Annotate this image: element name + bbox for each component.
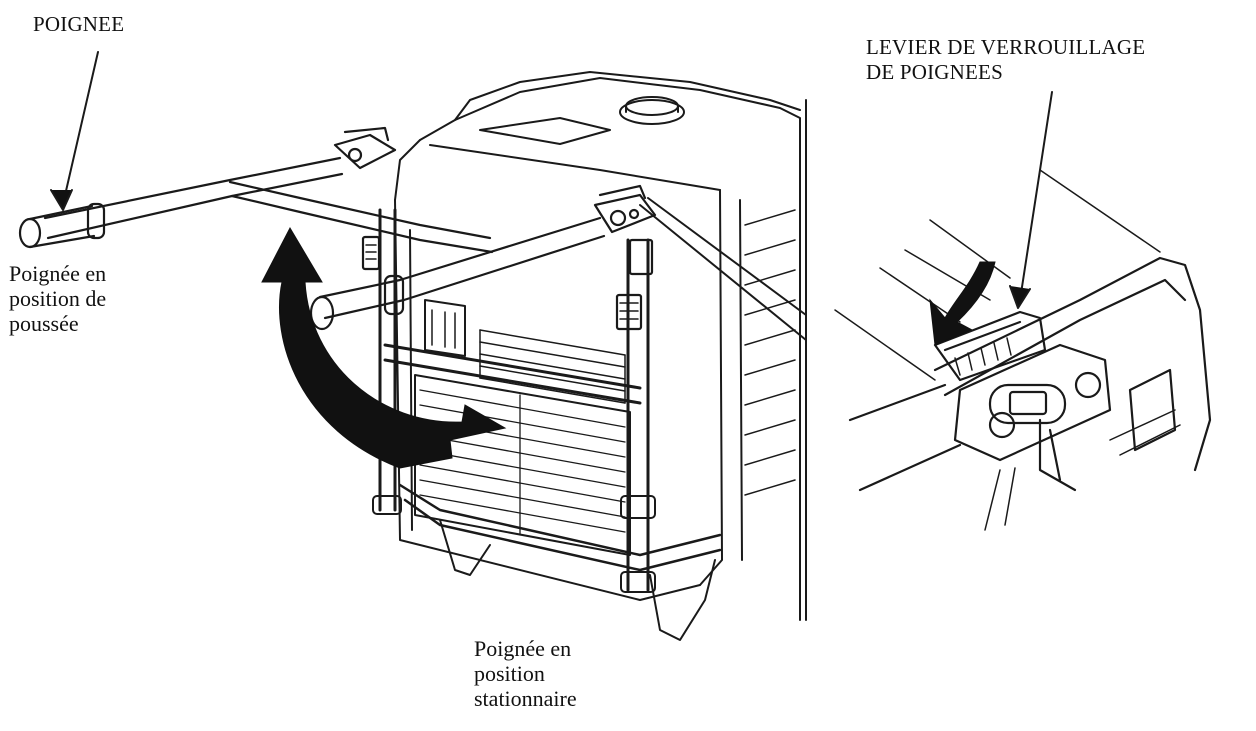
handle-push-position [18, 126, 657, 331]
lock-lever-label-line-1: LEVIER DE VERROUILLAGE [866, 35, 1146, 59]
lock-lever-label-line-2: DE POIGNEES [866, 60, 1003, 84]
lock-lever-detail [834, 169, 1212, 531]
push-position-label-line-2: position de [9, 286, 107, 311]
stationary-position-label-line-1: Poignée en [474, 636, 572, 661]
curved-arrow-icon [261, 226, 507, 469]
push-position-label-line-3: poussée [9, 311, 79, 336]
push-position-label-line-1: Poignée en [9, 261, 107, 286]
stationary-position-label-line-3: stationnaire [474, 686, 577, 711]
leader-lines [50, 51, 1053, 341]
stationary-position-label: Poignée en position stationnaire [474, 636, 577, 711]
generator-body [372, 71, 807, 641]
curved-arrow-icon [929, 261, 996, 346]
handle-label: POIGNEE [33, 12, 124, 37]
handle-label-text: POIGNEE [33, 12, 125, 36]
push-position-label: Poignée en position de poussée [9, 261, 106, 336]
lock-lever-label: LEVIER DE VERROUILLAGE DE POIGNEES [866, 35, 1145, 85]
stationary-position-label-line-2: position [474, 661, 545, 686]
